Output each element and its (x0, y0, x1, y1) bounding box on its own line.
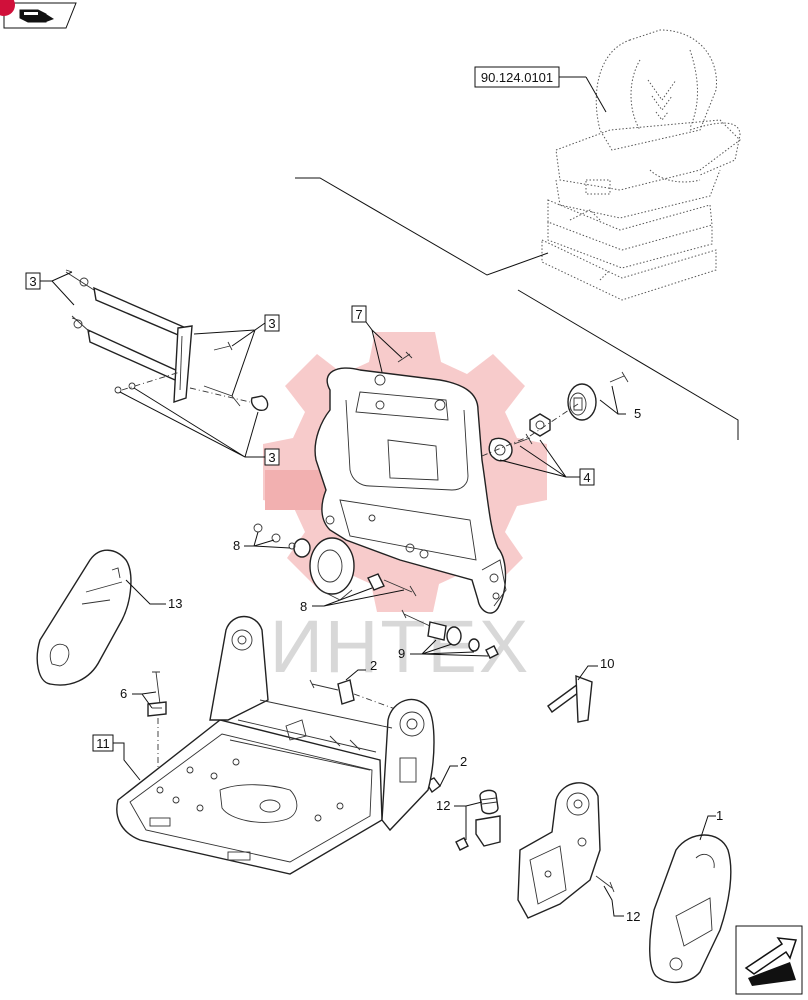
callout-3-label-a: 3 (29, 274, 36, 289)
callout-2-label-b: 2 (460, 754, 467, 769)
spring-bracket (455, 789, 501, 851)
callout-4-label: 4 (583, 470, 590, 485)
pivot-bolt-set (401, 609, 499, 659)
side-cover-left (36, 549, 132, 686)
seat-base-frame (116, 615, 435, 875)
callout-1-label: 1 (716, 808, 723, 823)
corner-badge (0, 0, 15, 16)
callout-5-label: 5 (634, 406, 641, 421)
callout-3-label-c: 3 (268, 450, 275, 465)
pivot-bearing (253, 523, 417, 601)
reference-code-label: 90.124.0101 (481, 70, 553, 85)
callout-12-label-b: 12 (626, 909, 640, 924)
adjuster-washers (481, 403, 579, 462)
callout-13-label: 13 (168, 596, 182, 611)
callout-7-label: 7 (355, 307, 362, 322)
next-page-button[interactable] (735, 925, 803, 995)
next-page-arrow-icon (744, 937, 798, 986)
side-bracket (517, 782, 615, 919)
callout-11-label: 11 (96, 736, 110, 751)
seat-clip (147, 671, 167, 780)
callout-8-label-b: 8 (300, 599, 307, 614)
book-icon (19, 9, 54, 23)
callout-12-label-a: 12 (436, 798, 450, 813)
callout-9-label: 9 (398, 646, 405, 661)
callout-6-label: 6 (120, 686, 127, 701)
seat-assembly-reference (541, 29, 741, 301)
callout-7-box[interactable] (351, 305, 367, 323)
callout-3-label-b: 3 (268, 316, 275, 331)
adjuster-knob (567, 371, 629, 421)
side-cover-right (649, 834, 732, 983)
backrest-frame (314, 367, 507, 614)
spacer-bolt (309, 679, 421, 719)
header-book-tab[interactable] (3, 2, 77, 29)
callout-8-label-a: 8 (233, 538, 240, 553)
lumbar-rods (65, 269, 269, 412)
watermark-text: ИНТЕХ (270, 605, 531, 688)
callout-2-label-a: 2 (370, 658, 377, 673)
callout-10-label: 10 (600, 656, 614, 671)
adjustment-lever (547, 674, 593, 723)
